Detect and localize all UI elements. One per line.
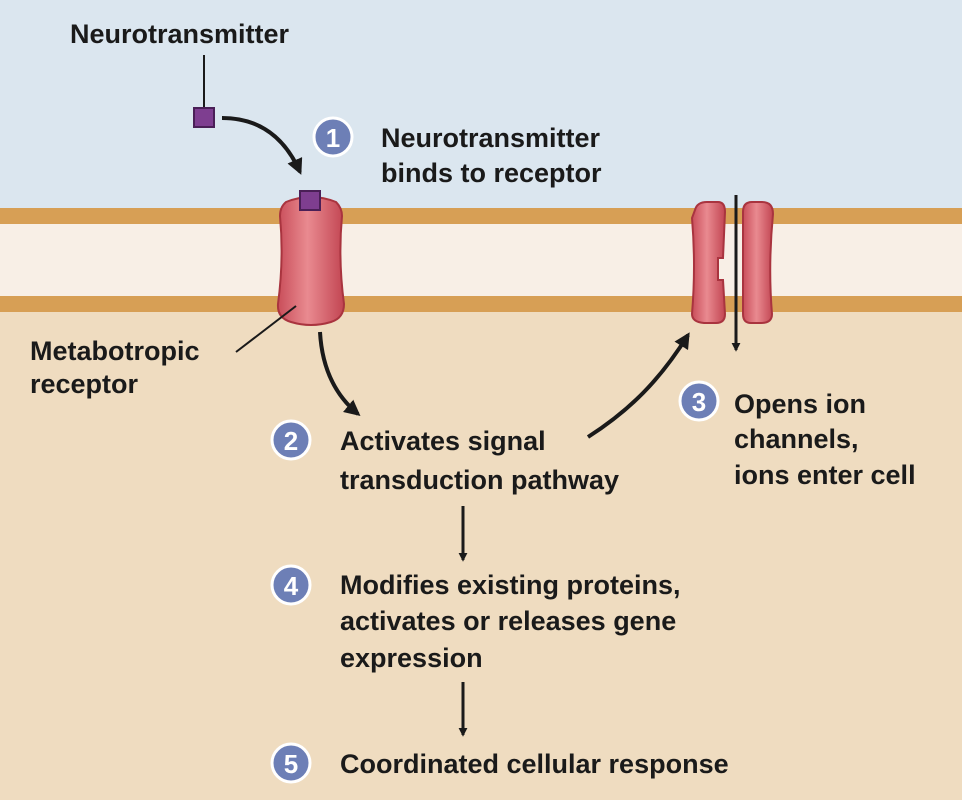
ion-channel bbox=[690, 201, 775, 324]
step-5: 5 Coordinated cellular response bbox=[270, 742, 729, 784]
pathway-to-channel-arrow bbox=[586, 332, 690, 439]
neurotransmitter-label: Neurotransmitter bbox=[70, 19, 290, 49]
step-5-number: 5 bbox=[284, 749, 298, 779]
binding-arrow bbox=[221, 116, 303, 175]
membrane-outer-band bbox=[0, 208, 962, 224]
activation-arrow bbox=[318, 331, 361, 417]
step-1-text: Neurotransmitter binds to receptor bbox=[381, 123, 608, 188]
metabotropic-label: Metabotropic receptor bbox=[30, 336, 207, 399]
step-3-badge bbox=[678, 380, 720, 422]
bound-neurotransmitter bbox=[299, 190, 321, 211]
step-4: 4 Modifies existing proteins, activates … bbox=[270, 564, 688, 673]
step-2-text: Activates signal transduction pathway bbox=[340, 426, 619, 495]
step-3-number: 3 bbox=[692, 387, 706, 417]
step-3: 3 Opens ion channels, ions enter cell bbox=[678, 380, 916, 490]
step-4-badge bbox=[270, 564, 312, 606]
membrane-inner-band bbox=[0, 296, 962, 312]
step-1-number: 1 bbox=[326, 123, 340, 153]
step-2-number: 2 bbox=[284, 426, 298, 456]
free-neurotransmitter bbox=[193, 107, 215, 128]
step-5-text: Coordinated cellular response bbox=[340, 749, 729, 779]
extracellular-space bbox=[0, 0, 962, 215]
membrane-core bbox=[0, 224, 962, 296]
step-4-text: Modifies existing proteins, activates or… bbox=[340, 570, 688, 673]
step-5-badge bbox=[270, 742, 312, 784]
step-1-badge bbox=[312, 116, 354, 158]
step-4-number: 4 bbox=[284, 571, 299, 601]
intracellular-space bbox=[0, 308, 962, 800]
step-1: 1 Neurotransmitter binds to receptor bbox=[312, 116, 608, 188]
metabotropic-leader-line bbox=[235, 305, 297, 353]
metabotropic-receptor bbox=[276, 196, 346, 326]
step-2: 2 Activates signal transduction pathway bbox=[270, 419, 619, 495]
step-2-badge bbox=[270, 419, 312, 461]
step-3-text: Opens ion channels, ions enter cell bbox=[734, 389, 916, 490]
